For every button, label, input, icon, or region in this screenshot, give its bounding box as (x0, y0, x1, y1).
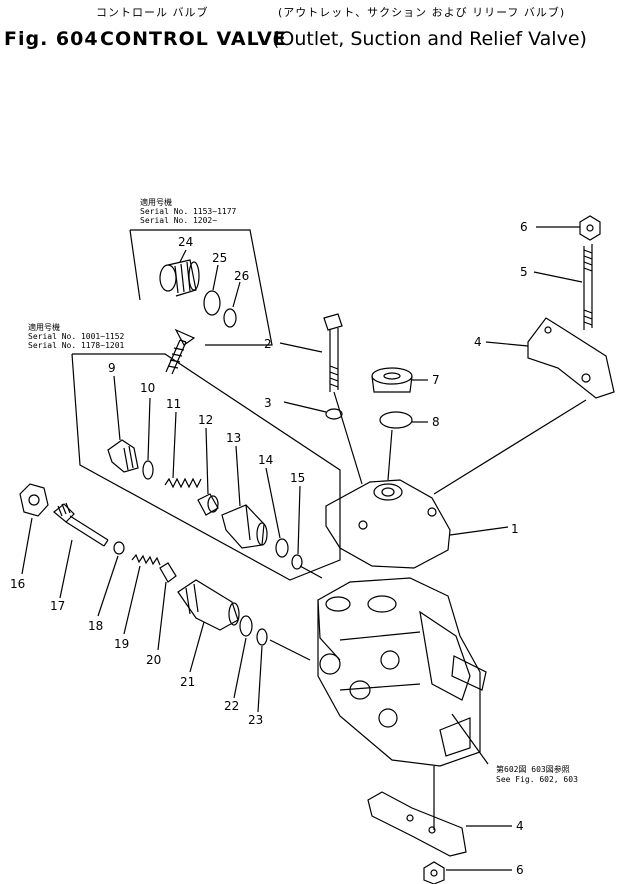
label-7: 7 (432, 373, 440, 387)
part-13-valve (221, 504, 268, 549)
label-20: 20 (146, 653, 161, 667)
part-16-nut (19, 483, 49, 517)
label-11: 11 (166, 397, 181, 411)
part-6-nut-upper (579, 215, 601, 241)
upper-note-jp: 適用号機 (140, 197, 172, 207)
part-1-outlet-housing (325, 399, 587, 569)
relief-parts (19, 483, 323, 713)
label-6-lower: 6 (516, 863, 524, 877)
label-22: 22 (224, 699, 239, 713)
label-2: 2 (264, 337, 272, 351)
part-3-washer (325, 408, 343, 420)
part-24-plug (159, 259, 200, 297)
part-5-stud (583, 244, 593, 330)
label-9: 9 (108, 361, 116, 375)
part-23-ring (256, 628, 268, 646)
page-subtitle: (Outlet, Suction and Relief Valve) (272, 28, 587, 50)
part-9-plug (107, 439, 139, 473)
lower-note-serial-1: Serial No. 1001~1152 (28, 332, 125, 341)
label-17: 17 (50, 599, 65, 613)
label-26: 26 (234, 269, 249, 283)
part-8-oring (379, 411, 413, 429)
label-5: 5 (520, 265, 528, 279)
label-21: 21 (180, 675, 195, 689)
label-6-upper: 6 (520, 220, 528, 234)
hatched-arrow (165, 328, 196, 375)
label-4-upper: 4 (474, 335, 482, 349)
jp-subtitle: (アウトレット、サクション および リリーフ バルブ) (278, 6, 566, 19)
part-11-spring (164, 477, 202, 489)
part-labels: 1 2 3 4 4 5 6 6 7 8 9 10 11 12 13 14 15 … (10, 220, 578, 877)
part-4-bracket-lower (367, 791, 467, 857)
header: コントロール バルブ (アウトレット、サクション および リリーフ バルブ) F… (0, 0, 619, 70)
lower-inset: 適用号機 Serial No. 1001~1152 Serial No. 117… (28, 322, 341, 581)
part-2-bolt (323, 313, 363, 485)
part-14-oring (275, 538, 289, 558)
page-title: CONTROL VALVE (100, 28, 287, 50)
part-6-nut-lower (423, 861, 445, 884)
part-19-spring (131, 553, 161, 566)
label-4-lower: 4 (516, 819, 524, 833)
lower-note-serial-2: Serial No. 1178~1201 (28, 341, 125, 350)
label-23: 23 (248, 713, 263, 727)
see-note-en: See Fig. 602, 603 (496, 775, 578, 784)
part-12-poppet (197, 493, 219, 516)
label-24: 24 (178, 235, 193, 249)
label-8: 8 (432, 415, 440, 429)
label-19: 19 (114, 637, 129, 651)
part-17-adjust-screw (53, 502, 109, 547)
label-18: 18 (88, 619, 103, 633)
label-3: 3 (264, 396, 272, 410)
label-25: 25 (212, 251, 227, 265)
part-4-bracket-upper (527, 317, 615, 399)
part-10-ring (142, 460, 154, 480)
part-18-ring (113, 541, 125, 555)
label-12: 12 (198, 413, 213, 427)
label-10: 10 (140, 381, 155, 395)
label-16: 16 (10, 577, 25, 591)
valve-body (317, 577, 489, 830)
label-15: 15 (290, 471, 305, 485)
part-7-plug (371, 367, 413, 393)
part-20-poppet (159, 562, 177, 583)
label-14: 14 (258, 453, 273, 467)
part-21-relief-valve (177, 579, 240, 631)
figure-number: Fig. 604 (4, 28, 99, 50)
part-22-oring (239, 615, 253, 637)
upper-note-serial-1: Serial No. 1153~1177 (140, 207, 237, 216)
leader-lines (279, 226, 583, 871)
upper-note-serial-2: Serial No. 1202~ (140, 216, 217, 225)
label-13: 13 (226, 431, 241, 445)
part-15-ring (291, 554, 303, 570)
upper-inset: 適用号機 Serial No. 1153~1177 Serial No. 120… (129, 197, 273, 346)
see-note-jp: 第602図 603図参照 (496, 764, 570, 774)
part-26-ring (223, 308, 237, 328)
part-25-oring (203, 290, 221, 316)
label-1: 1 (511, 522, 519, 536)
lower-note-jp: 適用号機 (28, 322, 60, 332)
jp-title: コントロール バルブ (96, 6, 209, 19)
